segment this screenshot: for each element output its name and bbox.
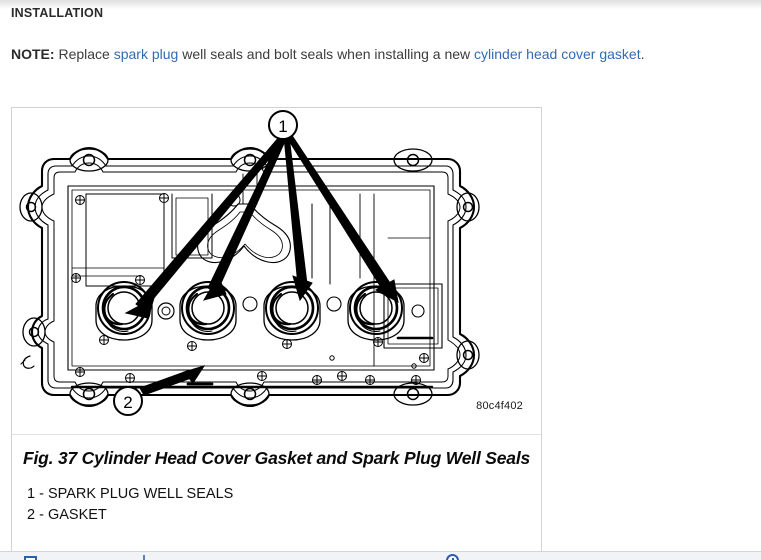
bottom-toolbar-fragment[interactable] [0,551,761,560]
svg-text:1: 1 [278,117,287,136]
figure-part-number: 80c4f402 [476,400,523,412]
note-text-2: well seals and bolt seals when installin… [178,46,475,62]
zoom-in-icon[interactable] [446,554,459,560]
note-text-3: . [640,46,645,62]
callout-1-arrows [124,133,399,319]
legend-item-1: 1 - SPARK PLUG WELL SEALS [27,485,234,502]
callout-2-arrow [139,365,206,396]
page-title: INSTALLATION [11,6,104,20]
callout-bubble-2: 2 [113,386,143,416]
callout-bubble-1: 1 [268,110,298,140]
note-paragraph: NOTE: Replace spark plug well seals and … [11,46,644,62]
figure-legend: 1 - SPARK PLUG WELL SEALS 2 - GASKET [27,484,541,526]
legend-item-2: 2 - GASKET [27,506,107,523]
note-text-1: Replace [54,46,114,62]
cylinder-head-cover-diagram: 1 2 [19,110,480,416]
figure-caption: Fig. 37 Cylinder Head Cover Gasket and S… [22,448,531,468]
document-icon[interactable] [24,556,37,560]
figure-container: 1 2 80c4f402 Fig. 37 Cylinder Head Cover… [11,107,542,560]
svg-text:2: 2 [123,393,132,412]
figure-image-area: 1 2 80c4f402 [12,108,541,435]
note-label: NOTE: [11,46,55,62]
link-spark-plug[interactable]: spark plug [113,46,179,62]
text-cursor-icon [143,555,145,560]
top-gradient-strip [0,0,761,9]
link-cylinder-head-cover-gasket[interactable]: cylinder head cover gasket [474,46,641,62]
